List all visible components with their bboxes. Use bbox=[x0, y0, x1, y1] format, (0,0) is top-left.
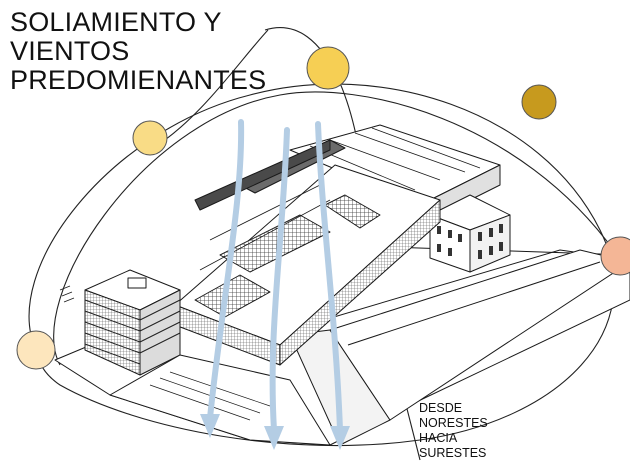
wind-arrowhead-middle bbox=[264, 426, 284, 450]
wind-arrow-right bbox=[315, 121, 343, 433]
sun-high-icon bbox=[132, 120, 168, 156]
title-line: PREDOMIENANTES bbox=[10, 65, 267, 95]
sun-orbit-inner bbox=[53, 91, 616, 366]
note-line: SURESTES bbox=[419, 446, 487, 460]
sun-afternoon-icon bbox=[521, 84, 557, 120]
wind-arrowheads bbox=[200, 414, 350, 450]
note-line: HACIA bbox=[419, 431, 458, 445]
diagram-title: SOLIAMIENTO Y VIENTOS PREDOMIENANTES bbox=[10, 8, 266, 95]
ramp-side bbox=[329, 249, 630, 421]
small-stair bbox=[59, 285, 75, 303]
wind-arrow-left bbox=[207, 119, 245, 421]
wind-direction-note: DESDE NORESTES HACIA SURESTES bbox=[419, 401, 488, 461]
courtyard-mid bbox=[219, 214, 331, 273]
wind-arrowhead-right bbox=[330, 426, 350, 450]
wind-arrow-middle bbox=[269, 127, 290, 433]
wind-arrowhead-left bbox=[200, 414, 220, 438]
courtyard-north bbox=[324, 194, 381, 229]
note-line: DESDE bbox=[419, 401, 463, 415]
building-complex bbox=[54, 124, 630, 446]
sun-morning-icon bbox=[16, 330, 56, 370]
note-line: NORESTES bbox=[419, 416, 488, 430]
wind-arrows bbox=[207, 119, 343, 433]
title-line: SOLIAMIENTO Y bbox=[10, 7, 222, 37]
title-line: VIENTOS bbox=[10, 36, 130, 66]
sun-sunset-icon bbox=[600, 236, 630, 276]
sun-zenith-icon bbox=[306, 46, 350, 90]
main-block-side bbox=[279, 199, 441, 366]
sun-markers bbox=[16, 46, 630, 370]
